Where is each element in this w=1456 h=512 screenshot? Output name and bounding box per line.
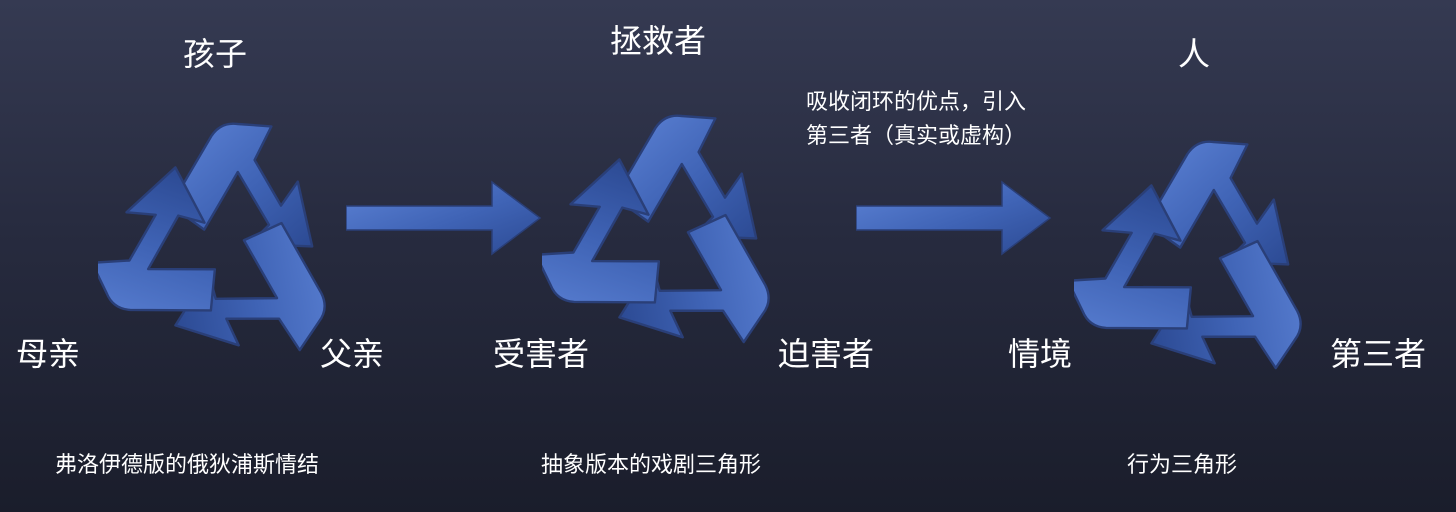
transition-note-line2: 第三者（真实或虚构） xyxy=(806,124,1027,149)
right-label: 父亲 xyxy=(320,335,385,373)
top-label: 孩子 xyxy=(183,35,248,73)
left-label: 受害者 xyxy=(493,335,590,373)
right-arrow-icon xyxy=(856,180,1052,256)
right-label: 迫害者 xyxy=(778,335,875,373)
top-label: 人 xyxy=(1178,35,1211,73)
diagram-caption: 行为三角形 xyxy=(1127,453,1238,478)
right-label: 第三者 xyxy=(1330,335,1427,373)
diagram-caption: 抽象版本的戏剧三角形 xyxy=(541,453,762,478)
transition-note: 吸收闭环的优点，引入 第三者（真实或虚构） xyxy=(806,86,1026,154)
recycle-triangle-icon xyxy=(1074,130,1320,370)
top-label: 拯救者 xyxy=(610,22,707,60)
diagram-caption: 弗洛伊德版的俄狄浦斯情结 xyxy=(55,453,320,478)
recycle-triangle-icon xyxy=(542,104,788,344)
left-label: 母亲 xyxy=(16,335,81,373)
right-arrow-icon xyxy=(346,180,542,256)
recycle-triangle-icon xyxy=(98,112,344,352)
transition-note-line1: 吸收闭环的优点，引入 xyxy=(806,90,1027,115)
left-label: 情境 xyxy=(1008,335,1073,373)
